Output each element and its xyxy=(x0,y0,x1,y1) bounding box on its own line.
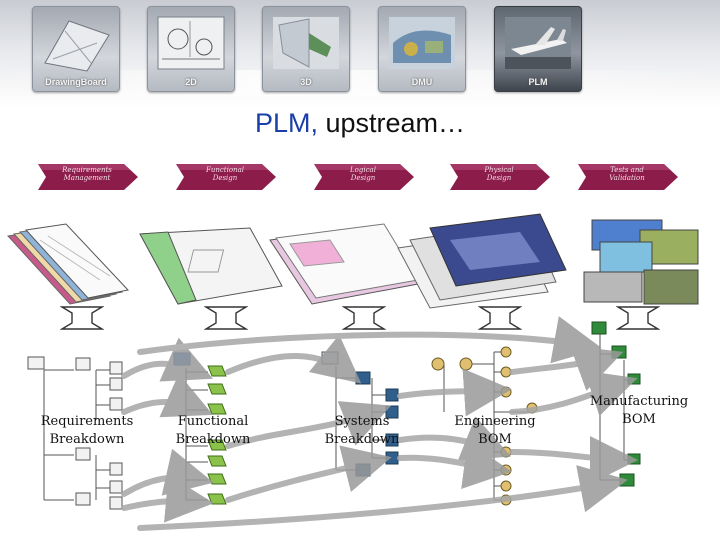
bidirectional-arrow-icon xyxy=(204,306,248,330)
nav-tile-plm[interactable]: PLM xyxy=(494,6,582,92)
nav-tile-label: PLM xyxy=(528,77,548,87)
bidirectional-arrow-icon xyxy=(616,306,660,330)
requirements-tree xyxy=(43,369,110,501)
nav-tile-label: 2D xyxy=(185,77,197,87)
breakdown-label-line: Systems xyxy=(334,414,390,429)
breakdown-label-systems: Systems Breakdown xyxy=(310,413,414,449)
step-label-line: Management xyxy=(63,174,111,182)
breakdown-label-functional: Functional Breakdown xyxy=(160,413,266,449)
bidirectional-arrow-icon xyxy=(60,306,104,330)
model-3d-icon xyxy=(273,17,339,69)
step-arrow-shape xyxy=(38,164,138,190)
functional-screens-stack xyxy=(139,227,283,305)
logical-screens-stack xyxy=(269,223,419,305)
step-label-line: Design xyxy=(350,174,376,182)
breakdown-label-line: Requirements xyxy=(40,414,134,429)
step-arrow-shape xyxy=(314,164,414,190)
drawing-board-icon xyxy=(44,20,110,72)
nav-tile-drawingboard[interactable]: DrawingBoard xyxy=(32,6,120,92)
step-arrow-shape xyxy=(450,164,550,190)
nav-tile-label: DrawingBoard xyxy=(45,77,107,87)
step-label-line: Design xyxy=(486,174,512,182)
nav-tile-2d[interactable]: 2D xyxy=(147,6,235,92)
breakdown-label-line: BOM xyxy=(478,432,512,447)
breakdown-label-requirements: Requirements Breakdown xyxy=(28,413,146,449)
traceability-flow-arrows xyxy=(121,316,638,531)
breakdown-label-manufacturing: Manufacturing BOM xyxy=(580,393,698,429)
breakdown-label-line: Engineering xyxy=(454,414,536,429)
step-label-line: Validation xyxy=(609,174,645,182)
banner-light-streak xyxy=(0,70,720,96)
step-arrow-shape xyxy=(578,164,678,190)
bidirectional-arrow-icon xyxy=(478,306,522,330)
step-label-line: Requirements xyxy=(62,166,112,174)
document-node-icons xyxy=(27,356,123,510)
digital-mockup-icon xyxy=(389,17,455,69)
aircraft-icon xyxy=(505,17,571,69)
nav-tile-label: DMU xyxy=(411,77,433,87)
requirements-screens-stack xyxy=(6,223,129,305)
drawing-2d-icon xyxy=(157,16,225,70)
breakdown-label-line: Functional xyxy=(177,414,249,429)
breakdown-label-line: BOM xyxy=(622,412,656,427)
physical-screens-stack xyxy=(397,213,567,309)
breakdown-label-engineering: Engineering BOM xyxy=(442,413,548,449)
step-label-line: Logical xyxy=(350,166,376,174)
validation-screens-stack xyxy=(583,219,699,305)
screenshot-stacks xyxy=(6,213,699,309)
nav-tile-label: 3D xyxy=(300,77,312,87)
step-arrow-shape xyxy=(176,164,276,190)
top-banner: DrawingBoard 2D 3D DMU xyxy=(0,0,720,108)
step-label-line: Physical xyxy=(484,166,514,174)
nav-tile-3d[interactable]: 3D xyxy=(262,6,350,92)
breakdown-label-line: Breakdown xyxy=(175,432,251,447)
step-label-line: Design xyxy=(212,174,238,182)
bidirectional-arrow-icon xyxy=(342,306,386,330)
title-rest: upstream… xyxy=(317,108,466,138)
nav-tile-dmu[interactable]: DMU xyxy=(378,6,466,92)
step-label-line: Functional xyxy=(206,166,244,174)
breakdown-label-line: Breakdown xyxy=(324,432,400,447)
step-label-line: Tests and xyxy=(610,166,644,174)
title-highlight: PLM, xyxy=(254,108,318,138)
breakdown-label-line: Manufacturing xyxy=(589,394,689,409)
breakdown-label-line: Breakdown xyxy=(49,432,125,447)
page-title: PLM, upstream… xyxy=(0,108,720,139)
